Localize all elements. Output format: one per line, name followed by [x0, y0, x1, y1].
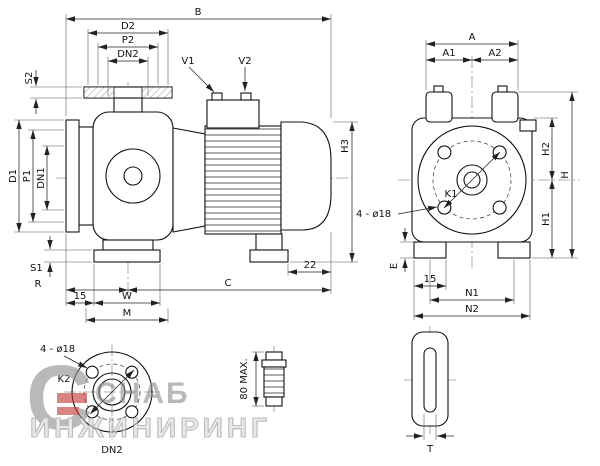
end-view: A A1 A2 K1 4 - ø18 H2 H H1 E 15 N1 N2	[356, 32, 580, 320]
volute-casing	[92, 111, 174, 241]
pump-casing	[65, 86, 174, 263]
flange-lug-left	[425, 91, 453, 123]
flange-hatch	[141, 86, 173, 99]
gland-collar	[261, 359, 287, 368]
end-view-body	[411, 85, 537, 259]
motor-end-cap	[280, 121, 332, 231]
shaft-circle	[123, 166, 143, 186]
end-view-dimensions: A A1 A2 K1 4 - ø18 H2 H H1 E 15 N1 N2	[356, 32, 578, 320]
bearing-bracket	[172, 127, 206, 233]
motor-assembly	[172, 92, 332, 263]
dim-label-a: A	[469, 32, 476, 43]
dim-label-k1: K1	[445, 189, 458, 200]
volute-circle	[105, 148, 161, 204]
dim-label-n1: N1	[465, 288, 479, 299]
dim-label-15: 15	[424, 274, 437, 285]
dim-label-p1: P1	[22, 170, 33, 182]
dim-label-w: W	[122, 291, 132, 302]
vent-plug-v1	[211, 92, 223, 101]
dim-label-v1: V1	[181, 56, 194, 67]
gland-bottom	[265, 396, 283, 407]
bolt-hole	[492, 200, 507, 215]
bolt-hole	[125, 405, 139, 419]
dim-label-c: C	[225, 278, 232, 289]
main-view-dimensions: B D2 P2 DN2 S2 V1 V2 D1 P1 DN1 H3 S1 R C…	[8, 7, 358, 323]
main-view: B D2 P2 DN2 S2 V1 V2 D1 P1 DN1 H3 S1 R C…	[8, 7, 358, 323]
dim-label-h: H	[560, 171, 571, 179]
dim-label-s1: S1	[30, 263, 43, 274]
casing-cover	[78, 126, 94, 226]
flange-view-title: DN2	[101, 445, 123, 456]
slot-view: T	[404, 326, 456, 455]
motor-foot	[255, 233, 283, 251]
vent-plug-v2	[240, 92, 252, 101]
motor-foot-flange	[249, 249, 289, 263]
lug-stud	[433, 85, 444, 93]
dim-label-dn2: DN2	[117, 49, 139, 60]
dim-label-r: R	[35, 279, 42, 290]
dim-label-a2: A2	[488, 48, 501, 59]
dim-label-h1: H1	[541, 212, 552, 226]
dim-label-k2: K2	[58, 374, 71, 385]
gland-view: 80 MAX.	[239, 346, 287, 412]
flange-outer	[71, 351, 153, 433]
dim-label-t: T	[426, 444, 434, 455]
dim-label-22: 22	[304, 260, 317, 271]
pump-pedestal	[102, 239, 154, 251]
gland-thread-body	[263, 366, 285, 398]
flange-lug-right	[491, 91, 519, 123]
dim-label-b: B	[195, 7, 202, 18]
foot-left	[413, 241, 447, 259]
dim-label-80max: 80 MAX.	[239, 358, 250, 399]
flange-bolt-circle	[83, 363, 141, 421]
terminal-box	[206, 99, 260, 129]
dim-label-m: M	[123, 308, 132, 319]
lug-stud	[497, 85, 508, 93]
dim-label-15: 15	[74, 291, 87, 302]
dim-label-s2: S2	[24, 72, 35, 85]
foot-slot	[423, 347, 437, 413]
dim-label-bolt-holes: 4 - ø18	[356, 209, 391, 220]
suction-flange	[65, 119, 80, 233]
dim-label-d1: D1	[8, 169, 19, 183]
dim-label-n2: N2	[465, 304, 479, 315]
discharge-neck	[113, 97, 143, 113]
dim-label-h2: H2	[541, 142, 552, 156]
gland-top	[265, 351, 283, 361]
dim-label-p2: P2	[122, 35, 134, 46]
dim-label-h3: H3	[340, 139, 351, 153]
dim-label-e: E	[389, 263, 400, 269]
dim-label-v2: V2	[238, 56, 251, 67]
motor-fin-body	[204, 125, 282, 235]
pump-baseplate	[93, 249, 161, 263]
dim-label-a1: A1	[442, 48, 455, 59]
flange-view: 4 - ø18 K2 DN2	[40, 344, 160, 456]
dim-label-dn1: DN1	[36, 167, 47, 189]
bolt-hole	[437, 145, 452, 160]
dim-label-d2: D2	[121, 21, 135, 32]
bolt-hole	[85, 365, 99, 379]
bolt-circle	[432, 140, 512, 220]
dim-label-bolt-holes: 4 - ø18	[40, 344, 75, 355]
lifting-lug	[519, 119, 537, 132]
flange-hatch	[83, 86, 115, 99]
foot-right	[497, 241, 531, 259]
